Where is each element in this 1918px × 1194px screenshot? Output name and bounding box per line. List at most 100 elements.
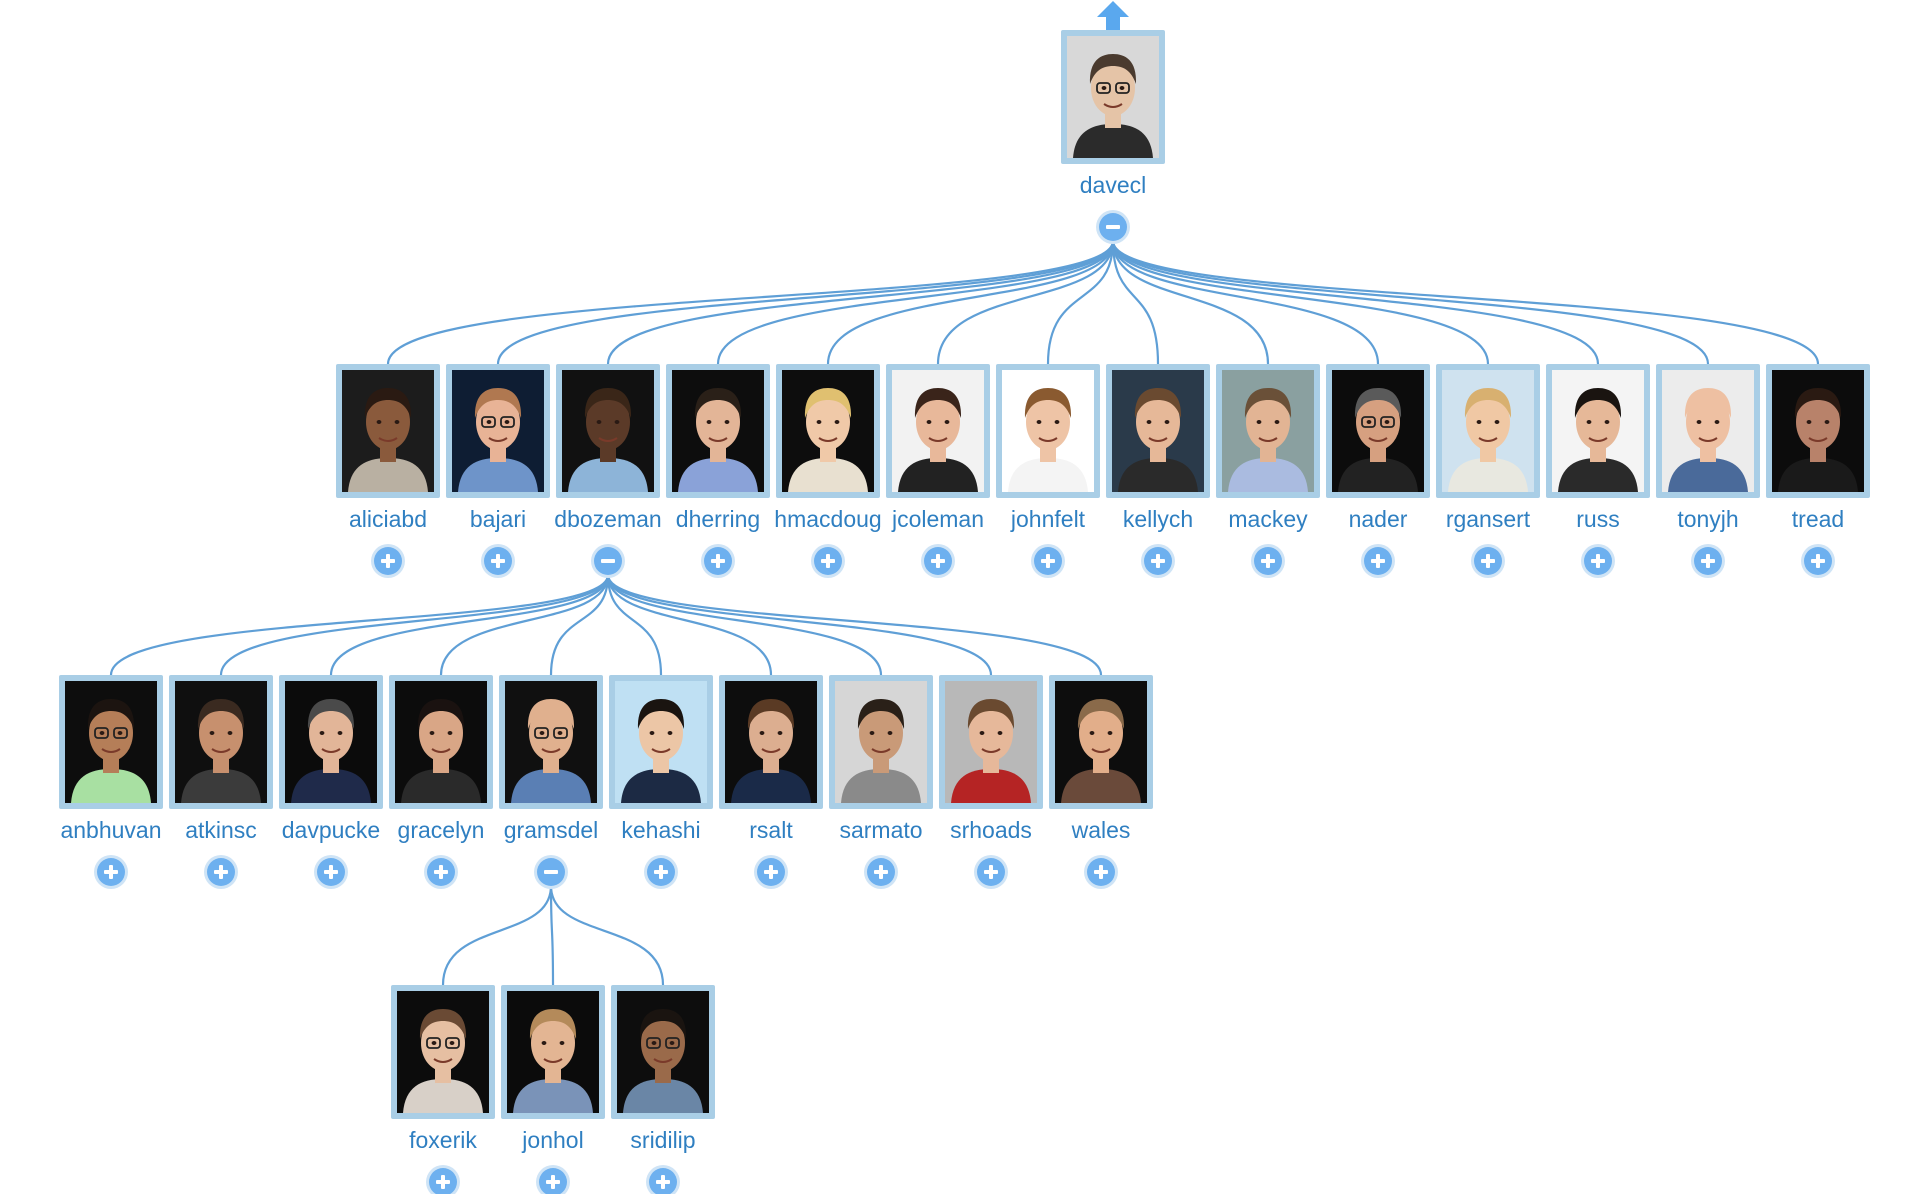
expand-icon[interactable] bbox=[649, 1168, 677, 1194]
expand-icon[interactable] bbox=[1254, 547, 1282, 575]
expand-icon[interactable] bbox=[1694, 547, 1722, 575]
employee-alias-link[interactable]: foxerik bbox=[409, 1127, 477, 1153]
expand-icon[interactable] bbox=[1584, 547, 1612, 575]
profile-photo[interactable] bbox=[389, 675, 493, 809]
employee-alias-link[interactable]: sarmato bbox=[839, 817, 923, 843]
expand-icon[interactable] bbox=[814, 547, 842, 575]
profile-photo[interactable] bbox=[1546, 364, 1650, 498]
expand-icon[interactable] bbox=[704, 547, 732, 575]
employee-alias-link[interactable]: gracelyn bbox=[397, 817, 485, 843]
portrait-mouth bbox=[981, 748, 1001, 753]
portrait-eye-right bbox=[1494, 420, 1500, 424]
portrait-glasses-right bbox=[500, 416, 515, 428]
expand-icon[interactable] bbox=[757, 858, 785, 886]
expand-icon[interactable] bbox=[1474, 547, 1502, 575]
profile-photo[interactable] bbox=[719, 675, 823, 809]
employee-alias-link[interactable]: hmacdoug bbox=[774, 506, 882, 532]
employee-alias-link[interactable]: srhoads bbox=[950, 817, 1032, 843]
profile-photo[interactable] bbox=[556, 364, 660, 498]
employee-alias-link[interactable]: kellych bbox=[1122, 506, 1194, 532]
portrait-hair bbox=[87, 699, 135, 729]
arrow-up-icon[interactable] bbox=[1096, 0, 1130, 32]
expand-icon[interactable] bbox=[867, 858, 895, 886]
portrait-hair bbox=[967, 699, 1015, 729]
employee-alias-link[interactable]: rsalt bbox=[749, 817, 793, 843]
profile-photo[interactable] bbox=[1106, 364, 1210, 498]
toggle-bar-vertical bbox=[989, 865, 993, 879]
portrait-hair bbox=[1464, 388, 1512, 418]
employee-alias-link[interactable]: nader bbox=[1348, 506, 1408, 532]
expand-icon[interactable] bbox=[977, 858, 1005, 886]
portrait-hair bbox=[747, 699, 795, 729]
expand-icon[interactable] bbox=[647, 858, 675, 886]
expand-icon[interactable] bbox=[429, 1168, 457, 1194]
expand-icon[interactable] bbox=[1087, 858, 1115, 886]
profile-photo[interactable] bbox=[611, 985, 715, 1119]
portrait-face bbox=[1091, 60, 1135, 116]
employee-alias-link[interactable]: tonyjh bbox=[1677, 506, 1739, 532]
employee-alias-link[interactable]: mackey bbox=[1228, 506, 1308, 532]
profile-photo[interactable] bbox=[1436, 364, 1540, 498]
profile-photo[interactable] bbox=[1766, 364, 1870, 498]
expand-icon[interactable] bbox=[207, 858, 235, 886]
collapse-icon[interactable] bbox=[594, 547, 622, 575]
profile-photo[interactable] bbox=[886, 364, 990, 498]
portrait-shoulders bbox=[1073, 124, 1153, 158]
employee-alias-link[interactable]: dherring bbox=[675, 506, 761, 532]
profile-photo[interactable] bbox=[666, 364, 770, 498]
profile-photo[interactable] bbox=[59, 675, 163, 809]
expand-icon[interactable] bbox=[1144, 547, 1172, 575]
expand-icon[interactable] bbox=[427, 858, 455, 886]
profile-photo[interactable] bbox=[1326, 364, 1430, 498]
expand-icon[interactable] bbox=[1034, 547, 1062, 575]
employee-alias-link[interactable]: aliciabd bbox=[349, 506, 427, 532]
profile-photo[interactable] bbox=[1216, 364, 1320, 498]
toggle-bar-vertical bbox=[1486, 554, 1490, 568]
employee-alias-link[interactable]: bajari bbox=[469, 506, 527, 532]
expand-icon[interactable] bbox=[484, 547, 512, 575]
employee-alias-link[interactable]: davecl bbox=[1079, 172, 1147, 198]
profile-photo[interactable] bbox=[336, 364, 440, 498]
profile-photo[interactable] bbox=[996, 364, 1100, 498]
employee-alias-link[interactable]: johnfelt bbox=[1010, 506, 1086, 532]
collapse-icon[interactable] bbox=[537, 858, 565, 886]
portrait-eye-left bbox=[1036, 420, 1042, 424]
expand-icon[interactable] bbox=[1804, 547, 1832, 575]
profile-photo[interactable] bbox=[939, 675, 1043, 809]
expand-icon[interactable] bbox=[924, 547, 952, 575]
employee-alias-link[interactable]: jcoleman bbox=[891, 506, 985, 532]
profile-photo[interactable] bbox=[829, 675, 933, 809]
portrait-eye-left bbox=[99, 731, 105, 735]
expand-icon[interactable] bbox=[539, 1168, 567, 1194]
profile-photo[interactable] bbox=[446, 364, 550, 498]
profile-photo[interactable] bbox=[1061, 30, 1165, 164]
profile-photo[interactable] bbox=[279, 675, 383, 809]
employee-alias-link[interactable]: dbozeman bbox=[554, 506, 662, 532]
portrait-eye-right bbox=[724, 420, 730, 424]
employee-alias-link[interactable]: jonhol bbox=[522, 1127, 584, 1153]
expand-icon[interactable] bbox=[1364, 547, 1392, 575]
profile-photo[interactable] bbox=[1656, 364, 1760, 498]
employee-alias-link[interactable]: rgansert bbox=[1445, 506, 1531, 532]
employee-alias-link[interactable]: wales bbox=[1071, 817, 1131, 843]
profile-photo[interactable] bbox=[499, 675, 603, 809]
profile-photo[interactable] bbox=[776, 364, 880, 498]
profile-photo[interactable] bbox=[609, 675, 713, 809]
profile-photo[interactable] bbox=[169, 675, 273, 809]
employee-alias-link[interactable]: russ bbox=[1576, 506, 1620, 532]
employee-alias-link[interactable]: atkinsc bbox=[185, 817, 257, 843]
collapse-icon[interactable] bbox=[1099, 213, 1127, 241]
profile-photo[interactable] bbox=[391, 985, 495, 1119]
expand-icon[interactable] bbox=[317, 858, 345, 886]
employee-alias-link[interactable]: sridilip bbox=[630, 1127, 696, 1153]
expand-icon[interactable] bbox=[97, 858, 125, 886]
employee-alias-link[interactable]: kehashi bbox=[621, 817, 701, 843]
profile-photo[interactable] bbox=[1049, 675, 1153, 809]
employee-alias-link[interactable]: anbhuvan bbox=[60, 817, 162, 843]
employee-alias-link[interactable]: davpucke bbox=[281, 817, 381, 843]
employee-alias-link[interactable]: gramsdel bbox=[503, 817, 599, 843]
expand-icon[interactable] bbox=[374, 547, 402, 575]
profile-photo[interactable] bbox=[501, 985, 605, 1119]
employee-alias-link[interactable]: tread bbox=[1791, 506, 1845, 532]
